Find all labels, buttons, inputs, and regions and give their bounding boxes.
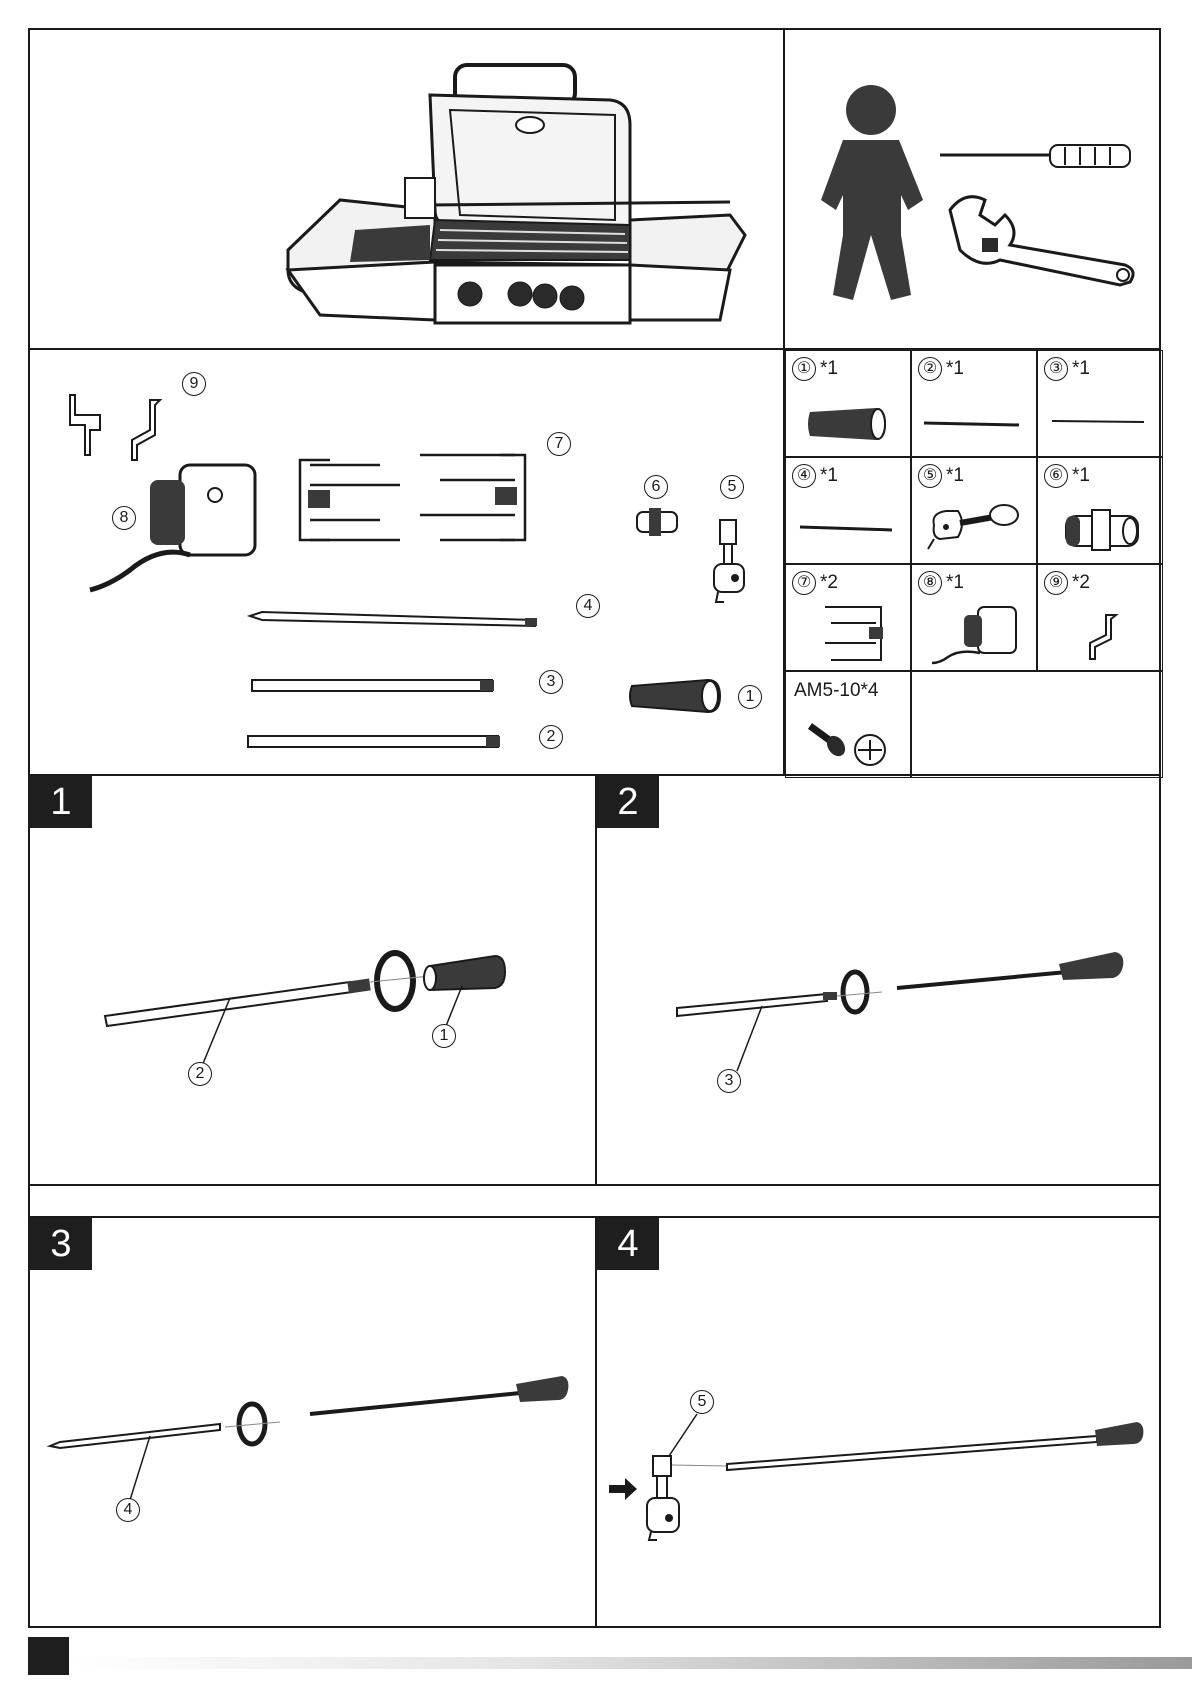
step-3-diagram <box>30 1218 599 1630</box>
step-3-callout-4: 4 <box>116 1498 140 1522</box>
parts-inventory-grid: ①*1 ②*1 ③*1 ④*1 ⑤*1 ⑥*1 <box>783 348 1161 776</box>
part-cell-2: ②*1 <box>911 350 1037 457</box>
callout-1: 1 <box>738 685 762 709</box>
step-panel-4: 4 5 <box>595 1216 1161 1628</box>
empty-cell <box>911 671 1163 778</box>
part-cell-1: ①*1 <box>785 350 911 457</box>
collar-part-icon <box>635 508 680 536</box>
part-cell-9: ⑨*2 <box>1037 564 1163 671</box>
support-part-icon <box>712 520 752 605</box>
step-1-callout-2: 2 <box>188 1062 212 1086</box>
tools-panel <box>783 28 1161 350</box>
grill-illustration <box>30 30 787 352</box>
step-1-callout-1: 1 <box>432 1024 456 1048</box>
callout-3: 3 <box>539 670 563 694</box>
arrow-icon <box>609 1478 637 1500</box>
fork-icon <box>821 605 891 665</box>
motor-part-icon <box>90 460 270 600</box>
part-cell-7: ⑦*2 <box>785 564 911 671</box>
motor-icon <box>930 605 1020 665</box>
part-cell-3: ③*1 <box>1037 350 1163 457</box>
step-panel-3: 3 4 <box>28 1216 597 1628</box>
collar-icon <box>1062 508 1142 553</box>
callout-7: 7 <box>547 432 571 456</box>
wrench-icon <box>940 190 1140 290</box>
step-4-diagram <box>597 1218 1163 1630</box>
spit-rod-short-icon <box>248 734 508 750</box>
screwdriver-icon <box>940 140 1140 170</box>
screw-icon <box>806 720 896 770</box>
part-cell-8: ⑧*1 <box>911 564 1037 671</box>
step-2-callout-3: 3 <box>717 1069 741 1093</box>
person-icon <box>813 85 933 315</box>
callout-5: 5 <box>720 475 744 499</box>
spacer-strip <box>28 1184 1161 1218</box>
callout-9: 9 <box>182 372 206 396</box>
step-4-callout-5: 5 <box>690 1390 714 1414</box>
part-cell-4: ④*1 <box>785 457 911 564</box>
step-panel-1: 1 2 1 <box>28 774 597 1186</box>
step-1-diagram <box>30 776 599 1188</box>
footer-gradient-bar <box>69 1657 1192 1669</box>
support-icon <box>926 503 1021 553</box>
part-cell-5: ⑤*1 <box>911 457 1037 564</box>
callout-6: 6 <box>644 475 668 499</box>
step-2-diagram <box>597 776 1163 1188</box>
fork-part-icon <box>290 455 540 555</box>
callout-4: 4 <box>576 594 600 618</box>
rod-icon <box>800 524 900 534</box>
screw-cell: AM5-10*4 <box>785 671 911 778</box>
handle-part-icon <box>628 678 723 714</box>
grill-overview-panel <box>28 28 785 350</box>
callout-2: 2 <box>539 725 563 749</box>
parts-exploded-panel: 9 8 7 6 5 4 <box>28 348 785 776</box>
bracket-part-icon <box>60 385 190 465</box>
step-panel-2: 2 3 <box>595 774 1161 1186</box>
spit-rod-long-icon <box>250 608 550 628</box>
page-tab-marker <box>28 1637 69 1675</box>
handle-icon <box>808 406 888 442</box>
bracket-icon <box>1078 613 1118 661</box>
spit-rod-medium-icon <box>252 678 502 694</box>
callout-8: 8 <box>112 506 136 530</box>
rod-icon <box>924 419 1024 429</box>
part-cell-6: ⑥*1 <box>1037 457 1163 564</box>
screw-label: AM5-10*4 <box>794 680 879 702</box>
rod-icon <box>1052 417 1152 427</box>
